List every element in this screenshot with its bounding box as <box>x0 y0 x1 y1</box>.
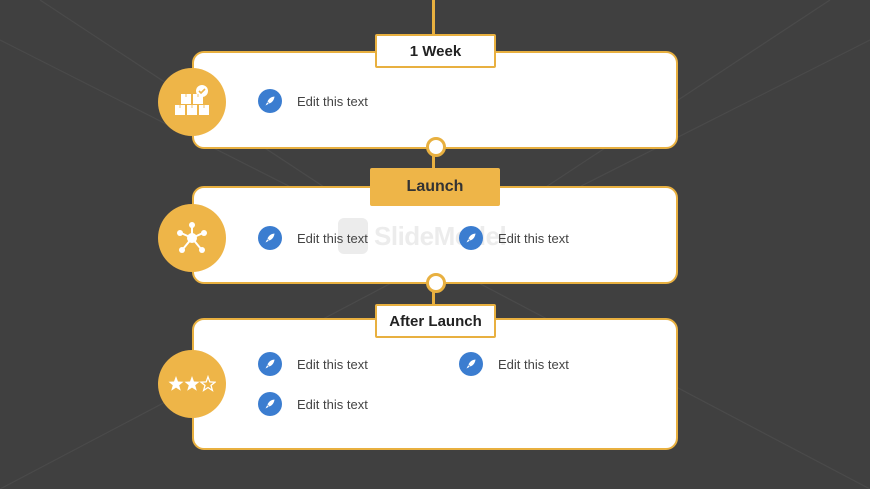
network-hub-icon <box>177 222 207 253</box>
connector-node-1 <box>426 137 446 157</box>
list-item: Edit this text <box>459 226 569 250</box>
item-text: Edit this text <box>498 230 569 246</box>
rocket-icon <box>459 226 483 250</box>
watermark-logo-icon <box>338 218 368 254</box>
list-item: Edit this text <box>258 89 368 113</box>
list-item: Edit this text <box>258 392 368 416</box>
connector-2-3 <box>432 282 435 306</box>
item-text: Edit this text <box>297 396 368 412</box>
item-text: Edit this text <box>498 356 569 372</box>
stage-icon-circle-2 <box>158 204 226 272</box>
rocket-icon <box>258 352 282 376</box>
stage-icon-circle-1 <box>158 68 226 136</box>
item-text: Edit this text <box>297 356 368 372</box>
list-item: Edit this text <box>258 226 368 250</box>
list-item: Edit this text <box>459 352 569 376</box>
three-stars-icon <box>168 375 216 392</box>
rocket-icon <box>258 226 282 250</box>
rocket-icon <box>258 89 282 113</box>
rocket-icon <box>459 352 483 376</box>
boxes-check-icon <box>175 85 209 115</box>
stage-label-1-week: 1 Week <box>375 34 496 68</box>
stage-label-launch: Launch <box>370 168 500 206</box>
stage-label-after-launch: After Launch <box>375 304 496 338</box>
item-text: Edit this text <box>297 93 368 109</box>
stage-icon-circle-3 <box>158 350 226 418</box>
watermark: SlideModel <box>338 218 507 254</box>
list-item: Edit this text <box>258 352 368 376</box>
connector-1-2 <box>432 146 435 170</box>
rocket-icon <box>258 392 282 416</box>
connector-node-2 <box>426 273 446 293</box>
item-text: Edit this text <box>297 230 368 246</box>
connector-top <box>432 0 435 36</box>
